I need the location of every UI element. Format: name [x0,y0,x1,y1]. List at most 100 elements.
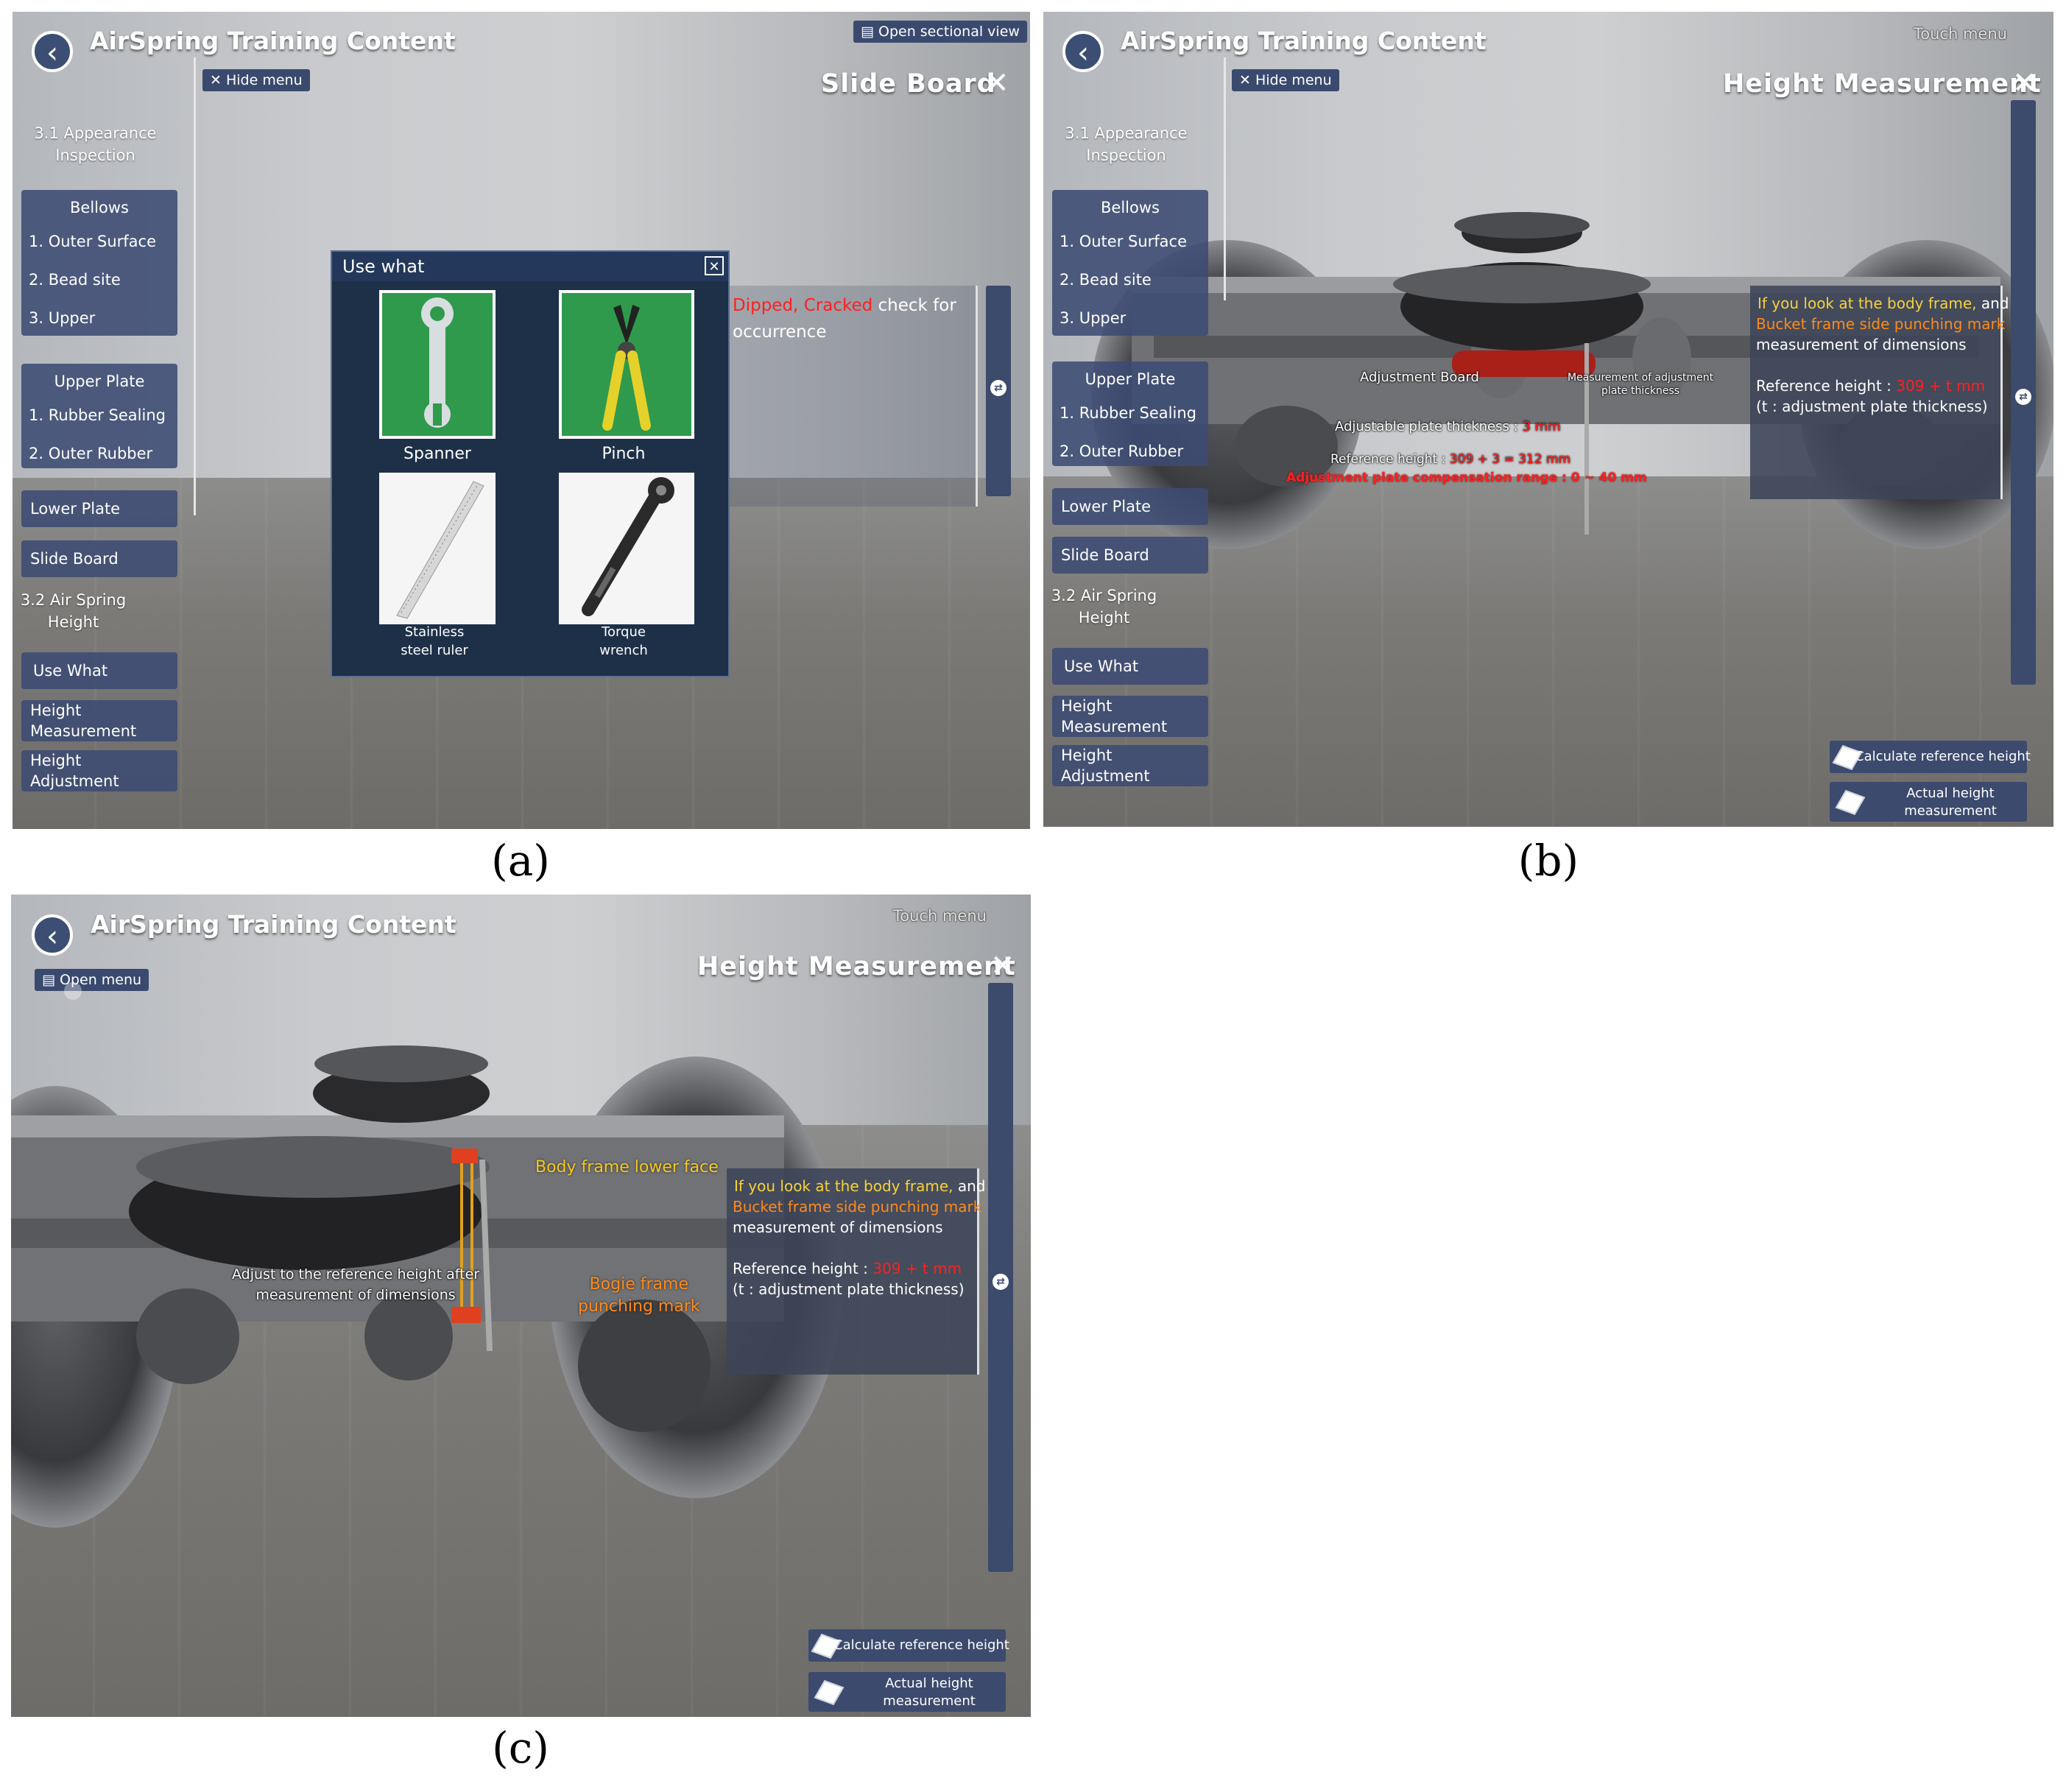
calculate-reference-height-button[interactable]: Calculate reference height [808,1629,1009,1662]
calculate-reference-height-label: Calculate reference height [833,1637,1009,1653]
menu-divider [1224,57,1226,300]
background-wall [11,895,1031,1142]
page-title: Height Measurement [1723,69,2042,99]
menu-item-outer-surface[interactable]: 1. Outer Surface [29,233,157,250]
upper-plate-header[interactable]: Upper Plate [1085,370,1176,388]
menu-item-outer-rubber[interactable]: 2. Outer Rubber [29,445,153,462]
tool-spanner-label: Spanner [403,445,471,463]
close-icon: ✕ [708,259,720,275]
menu-item-outer-surface[interactable]: 1. Outer Surface [1060,233,1188,250]
app-title: AirSpring Training Content [91,910,456,939]
open-sectional-view-button[interactable]: ▤ Open sectional view [853,21,1027,43]
back-button[interactable]: ‹ [1062,31,1104,72]
slide-board-label: Slide Board [30,550,119,568]
tool-torque-wrench-tile[interactable] [559,473,694,624]
touch-menu-label[interactable]: Touch menu [893,907,987,925]
scrollbar[interactable]: ⇄ [988,983,1013,1572]
info-line-1: If you look at the body frame, and [1757,294,2009,312]
back-button[interactable]: ‹ [32,914,73,956]
label-adjustable-thickness: Adjustable plate thickness : 3 mm [1335,419,1561,434]
menu-item-upper[interactable]: 3. Upper [29,309,96,327]
menu-item-lower-plate[interactable]: Lower Plate [1052,488,1208,525]
tool-pinch-tile[interactable] [559,290,694,439]
open-menu-button[interactable]: ▤ Open menu [35,969,149,991]
close-icon: ✕ [984,66,1009,100]
ruler-icon [396,481,484,619]
scrollbar[interactable]: ⇄ [986,286,1011,496]
menu-item-use-what[interactable]: Use What [21,652,177,689]
info-reference-note: (t : adjustment plate thickness) [1756,398,1988,415]
back-button[interactable]: ‹ [32,31,73,72]
page-title: Slide Board [821,69,996,99]
label-reference-height: Reference height : 309 + 3 = 312 mm [1330,452,1571,467]
cube-icon [1835,790,1866,815]
menu-item-rubber-sealing[interactable]: 1. Rubber Sealing [29,406,166,424]
caption-b: (b) [1517,836,1579,886]
info-reference-height: Reference height : 309 + t mm [1756,377,1986,395]
document-icon: ▤ [42,972,55,988]
dialog-close-button[interactable]: ✕ [705,256,724,275]
close-page-button[interactable]: ✕ [984,66,1009,100]
caption-c: (c) [492,1723,549,1773]
menu-item-bead-site[interactable]: 2. Bead site [29,271,121,289]
spanner-icon [421,297,454,428]
info-line-3: measurement of dimensions [733,1218,943,1236]
info-panel: If you look at the body frame, and Bucke… [727,1168,986,1375]
dialog-header [332,252,728,281]
info-line-3: measurement of dimensions [1756,336,1967,353]
chevron-left-icon: ‹ [1077,36,1089,70]
app-title: AirSpring Training Content [1121,27,1487,55]
menu-item-outer-rubber[interactable]: 2. Outer Rubber [1060,442,1184,460]
swap-icon: ⇄ [2015,389,2031,405]
map-icon: ▤ [861,24,874,40]
caption-a: (a) [491,836,550,886]
menu-group-bellows: Bellows 1. Outer Surface 2. Bead site 3.… [21,190,177,336]
calculate-reference-height-button[interactable]: Calculate reference height [1830,741,2031,773]
close-page-button[interactable]: ✕ [990,949,1015,983]
tool-ruler-tile[interactable] [379,473,496,624]
bellows-header[interactable]: Bellows [1101,199,1160,216]
close-icon: ✕ [1239,72,1251,88]
bogie-3d-model [11,1045,843,1528]
tool-spanner-tile[interactable] [379,290,496,439]
menu-item-slide-board[interactable]: Slide Board [1052,537,1208,574]
hide-menu-button[interactable]: ✕ Hide menu [1232,69,1339,91]
info-reference-note: (t : adjustment plate thickness) [733,1280,965,1298]
torque-wrench-icon [582,477,674,616]
hide-menu-button[interactable]: ✕ Hide menu [202,69,310,91]
menu-item-use-what[interactable]: Use What [1052,648,1208,685]
menu-item-bead-site[interactable]: 2. Bead site [1060,271,1152,289]
lower-plate-label: Lower Plate [1061,498,1152,515]
info-line-2: occurrence [733,322,827,342]
info-line-1: Dipped, Cracked check for [733,296,956,315]
dialog-title: Use what [342,256,425,277]
close-icon: ✕ [210,72,222,88]
chevron-left-icon: ‹ [46,920,58,953]
touch-menu-label[interactable]: Touch menu [1914,25,2007,43]
menu-item-rubber-sealing[interactable]: 1. Rubber Sealing [1060,404,1196,422]
close-page-button[interactable]: ✕ [2012,66,2037,100]
menu-item-slide-board[interactable]: Slide Board [21,540,177,577]
scrollbar[interactable]: ⇄ [2011,100,2036,685]
upper-plate-header[interactable]: Upper Plate [54,373,145,390]
close-icon: ✕ [990,949,1015,983]
bellows-header[interactable]: Bellows [70,199,129,216]
menu-item-lower-plate[interactable]: Lower Plate [21,490,177,527]
menu-item-upper[interactable]: 3. Upper [1060,309,1127,327]
info-line-2: Bucket frame side punching mark [733,1198,982,1216]
chevron-left-icon: ‹ [46,36,58,70]
hide-menu-label: Hide menu [1255,72,1332,88]
